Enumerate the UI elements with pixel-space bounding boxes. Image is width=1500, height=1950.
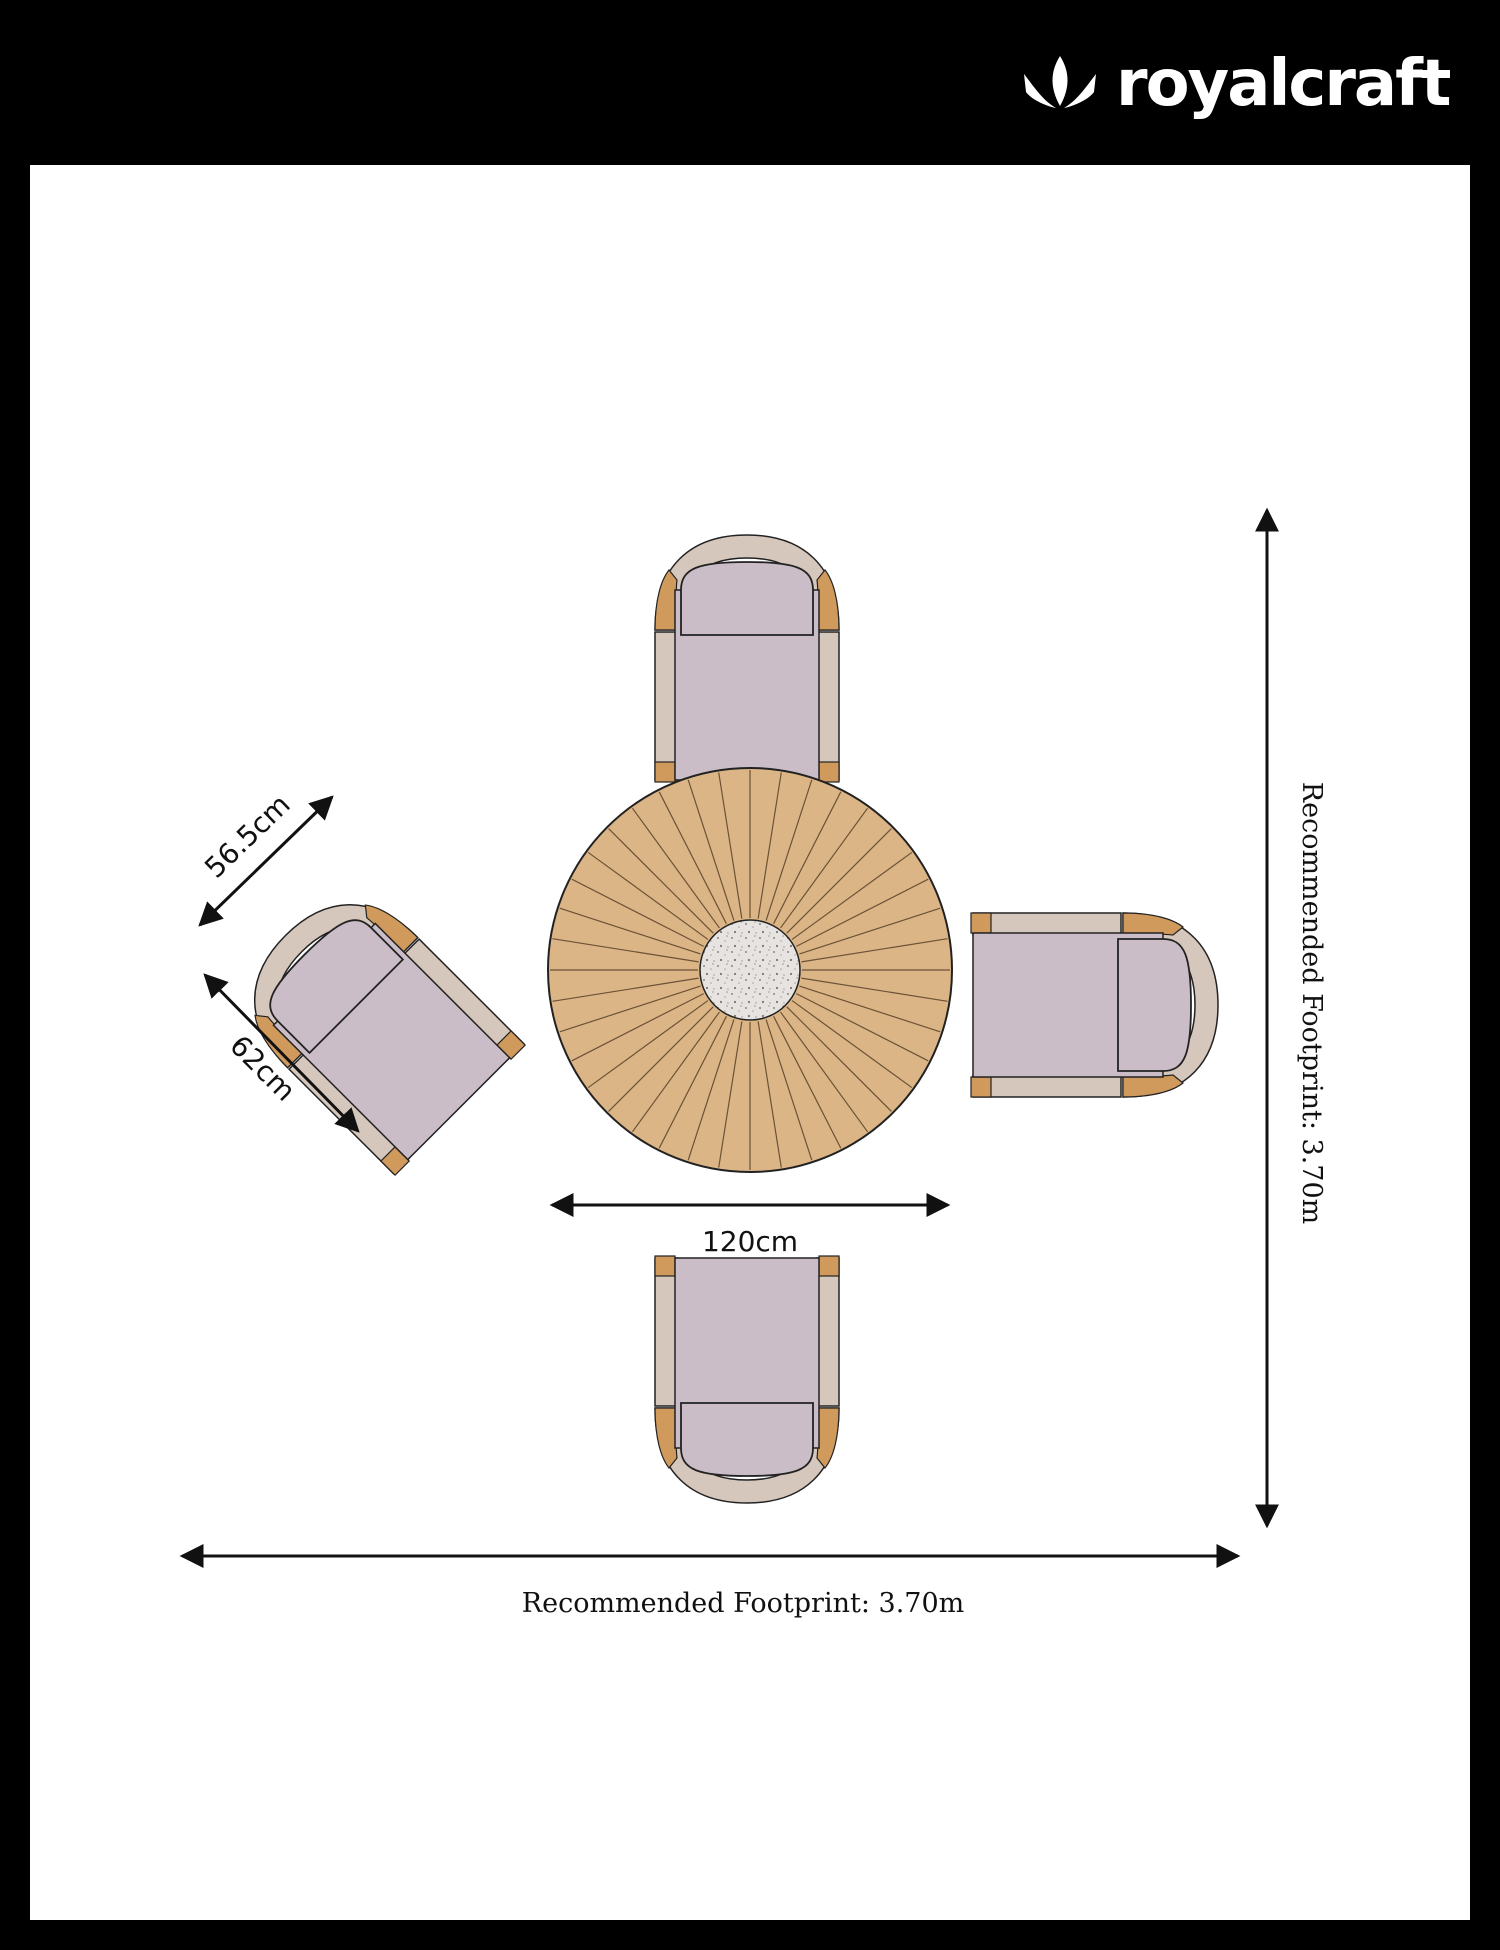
table-slat-line [571,993,704,1062]
table-slat-line [608,1006,714,1112]
table-slat-line [587,851,709,940]
table-slat-line [801,977,948,1002]
table-slat-line [687,779,735,921]
table-slat-line [552,938,699,963]
table-slat-line [559,985,701,1033]
table-slat-line [801,938,948,963]
chair-top [654,534,840,783]
table-slat-line [786,828,892,934]
table-slat-line [791,1000,913,1089]
furniture-layout-plan: 120cm 56.5cm 62cm Recommended Footprint:… [179,507,1327,1619]
chair-width-label: 56.5cm [198,788,296,885]
brand-name: royalcraft [1116,47,1451,121]
table-slat-line [765,779,813,921]
table-slat-line [791,851,913,940]
table-slat-line [552,977,699,1002]
brand-logo: royalcraft [1020,44,1451,124]
table-slat-line [786,1006,892,1112]
table-slat-line [718,1021,743,1168]
table-slats [550,770,950,1170]
table-diameter-label: 120cm [702,1225,798,1258]
table-slat-line [799,985,941,1033]
drawing-sheet: 120cm 56.5cm 62cm Recommended Footprint:… [30,165,1470,1920]
chair-right [970,912,1219,1098]
table-slat-line [757,772,782,919]
table-slat-line [631,807,720,929]
chair-depth-arrow [203,973,360,1133]
table-slat-line [796,878,929,947]
table-slat-line [780,807,869,929]
footprint-width-label: Recommended Footprint: 3.70m [522,1588,964,1619]
footprint-depth-label: Recommended Footprint: 3.70m [1296,782,1327,1224]
table-slat-line [757,1021,782,1168]
table-slat-line [796,993,929,1062]
stone-centre [699,919,801,1021]
table-slat-line [773,791,842,924]
table-slat-line [608,828,714,934]
table-slat-line [687,1019,735,1161]
chair-width-arrow [198,795,334,927]
table-slat-line [799,907,941,955]
table-slat-line [718,772,743,919]
table-slat-line [571,878,704,947]
table-slat-line [765,1019,813,1161]
table-slat-line [773,1016,842,1149]
chair-bottom [654,1255,840,1504]
chair-left [219,869,527,1177]
crown-leaf-icon [1024,56,1096,108]
table-slat-line [559,907,701,955]
round-table [547,767,953,1173]
table-slat-line [587,1000,709,1089]
table-slat-line [658,1016,727,1149]
table-slat-line [631,1011,720,1133]
table-slat-line [658,791,727,924]
table-slat-line [780,1011,869,1133]
